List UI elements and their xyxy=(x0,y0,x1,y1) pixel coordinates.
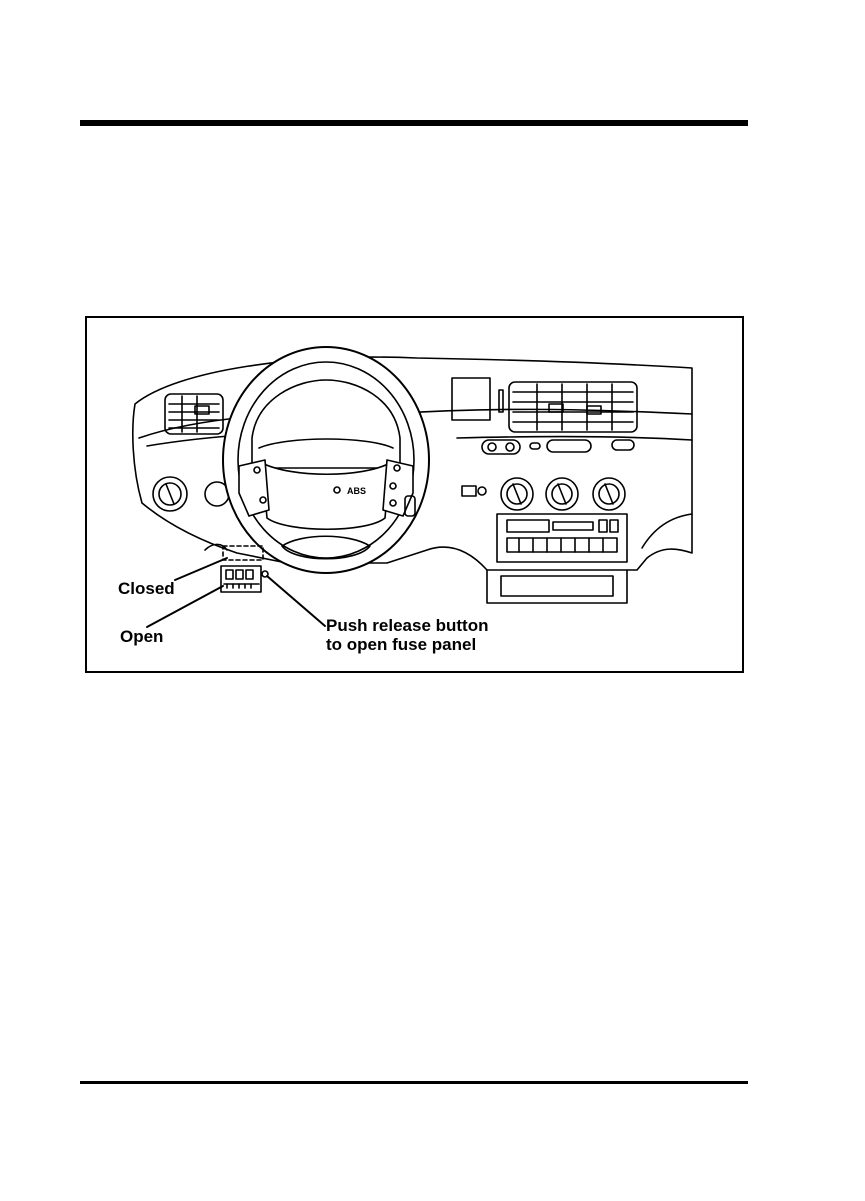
climate-knobs xyxy=(462,478,625,510)
hub-abs-text: ABS xyxy=(347,486,366,496)
bottom-rule xyxy=(80,1081,748,1084)
steering-wheel: ABS xyxy=(223,347,429,573)
top-rule xyxy=(80,120,748,126)
closed-label: Closed xyxy=(118,579,175,598)
release-button-label: Push release button to open fuse panel xyxy=(326,616,488,654)
radio-unit xyxy=(497,514,627,562)
left-air-vent xyxy=(165,394,223,434)
fuse-panel-figure: ABS Closed Open Push release button to o… xyxy=(85,316,744,673)
console-pocket xyxy=(487,570,627,603)
fuse-panel xyxy=(205,544,268,592)
release-label-line-1: Push release button xyxy=(326,616,488,635)
release-leader-line xyxy=(267,576,325,626)
open-label: Open xyxy=(120,627,163,646)
closed-leader-line xyxy=(175,558,227,580)
release-label-line-2: to open fuse panel xyxy=(326,635,488,654)
center-display xyxy=(452,378,490,420)
center-air-vent xyxy=(509,382,637,432)
